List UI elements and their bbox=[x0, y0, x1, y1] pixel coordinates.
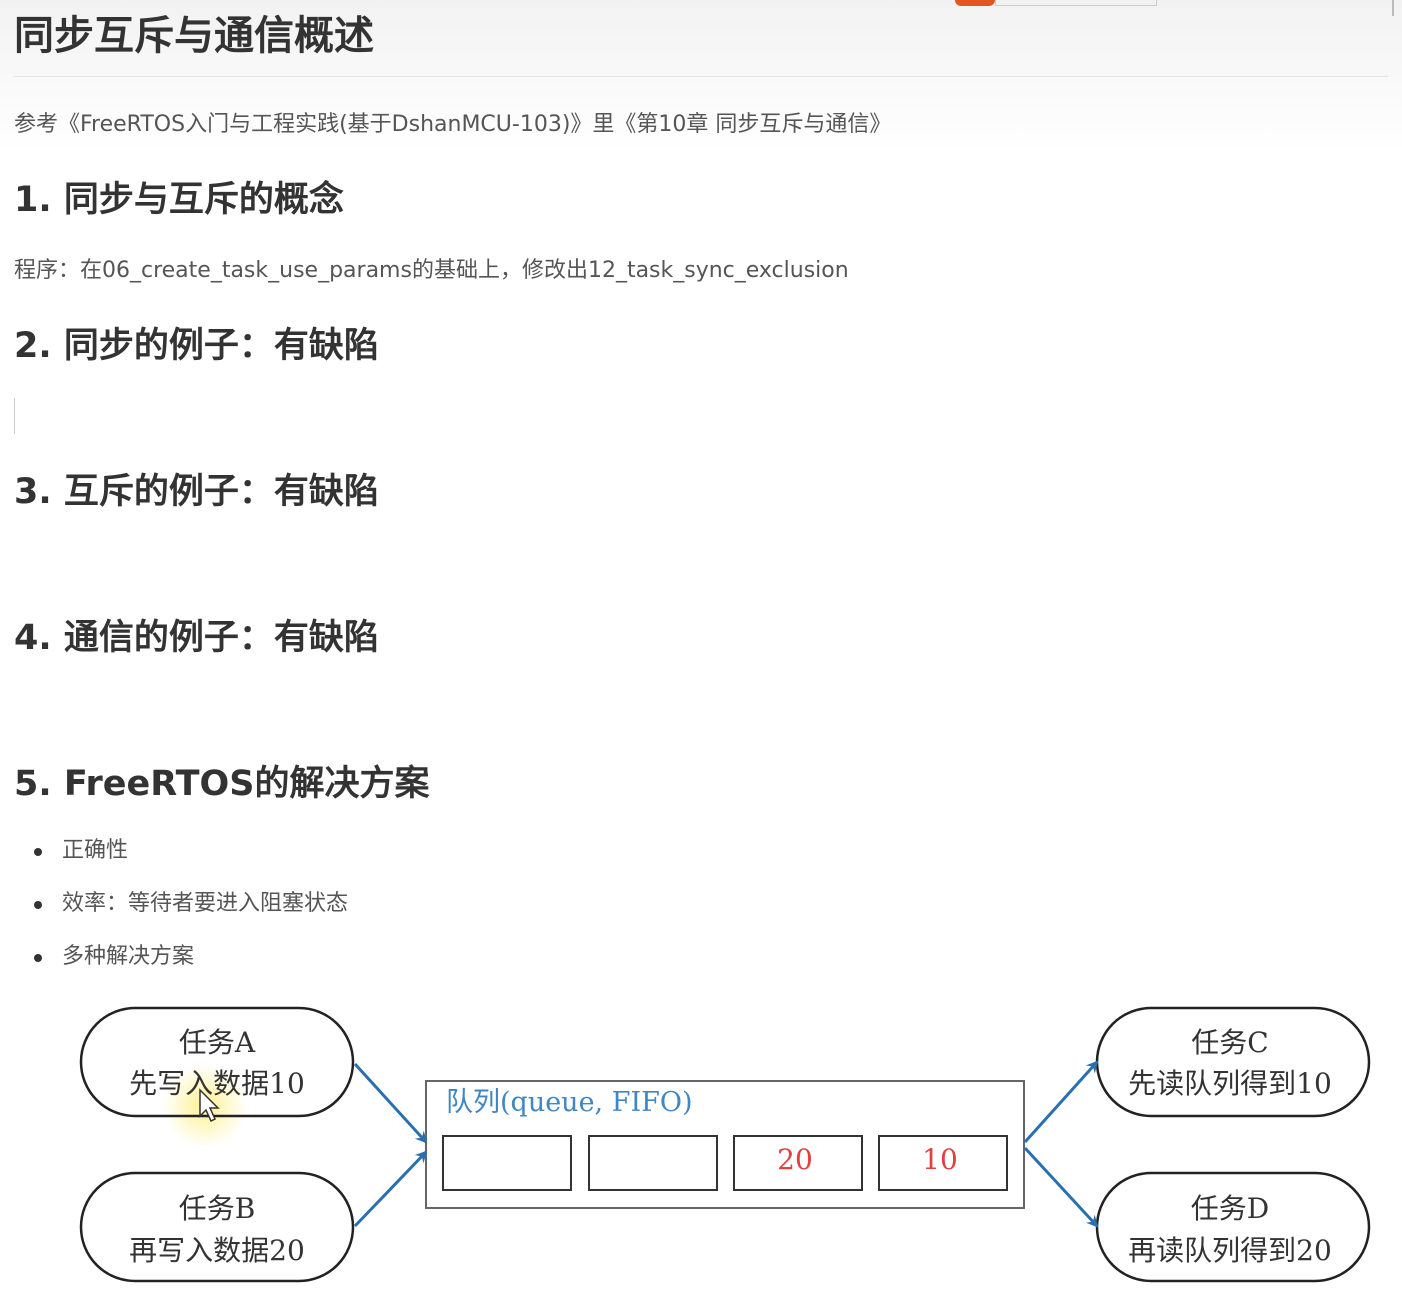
text-cursor bbox=[14, 398, 15, 434]
section-heading-2: 2. 同步的例子：有缺陷 bbox=[14, 326, 379, 366]
list-item: 多种解决方案 bbox=[30, 942, 348, 995]
section-heading-5: 5. FreeRTOS的解决方案 bbox=[14, 764, 430, 804]
task-b-node: 任务B 再写入数据20 bbox=[79, 1171, 355, 1283]
task-b-name: 任务B bbox=[179, 1192, 256, 1225]
arrow-b-to-queue bbox=[353, 1150, 428, 1228]
arrow-queue-to-d bbox=[1023, 1146, 1099, 1228]
queue-slot: 20 bbox=[733, 1135, 863, 1191]
bullet-icon bbox=[34, 954, 42, 962]
queue-diagram: 任务A 先写入数据10 任务B 再写入数据20 任务C 先读队列得到10 任务D… bbox=[79, 1006, 1371, 1283]
solution-list: 正确性 效率：等待者要进入阻塞状态 多种解决方案 bbox=[30, 836, 348, 995]
queue-slot: 10 bbox=[878, 1135, 1008, 1191]
task-a-desc: 先写入数据10 bbox=[129, 1067, 305, 1100]
top-toolbar-edge bbox=[995, 0, 1157, 6]
queue-slot bbox=[588, 1135, 718, 1191]
arrow-queue-to-c bbox=[1023, 1060, 1099, 1144]
mouse-pointer-icon bbox=[199, 1088, 220, 1123]
page-title: 同步互斥与通信概述 bbox=[14, 13, 374, 59]
section-heading-3: 3. 互斥的例子：有缺陷 bbox=[14, 472, 379, 512]
queue-box: 队列(queue, FIFO) 20 10 bbox=[425, 1080, 1025, 1209]
queue-slot bbox=[442, 1135, 572, 1191]
program-line: 程序：在06_create_task_use_params的基础上，修改出12_… bbox=[14, 258, 849, 283]
section-heading-4: 4. 通信的例子：有缺陷 bbox=[14, 618, 379, 658]
svg-text:10: 10 bbox=[922, 1143, 958, 1176]
task-c-desc: 先读队列得到10 bbox=[1128, 1067, 1332, 1100]
svg-text:20: 20 bbox=[777, 1143, 813, 1176]
arrow-a-to-queue bbox=[353, 1062, 428, 1144]
bullet-icon bbox=[34, 901, 42, 909]
scrollbar-edge bbox=[1392, 0, 1394, 16]
task-d-node: 任务D 再读队列得到20 bbox=[1095, 1171, 1371, 1283]
top-shade bbox=[0, 0, 1402, 150]
section-heading-1: 1. 同步与互斥的概念 bbox=[14, 180, 344, 220]
task-d-desc: 再读队列得到20 bbox=[1128, 1234, 1332, 1267]
bullet-icon bbox=[34, 848, 42, 856]
toolbar-orange-icon bbox=[955, 0, 995, 6]
reference-line: 参考《FreeRTOS入门与工程实践(基于DshanMCU-103)》里《第10… bbox=[14, 112, 892, 137]
title-divider bbox=[14, 76, 1388, 77]
task-a-name: 任务A bbox=[179, 1026, 256, 1059]
task-c-node: 任务C 先读队列得到10 bbox=[1095, 1006, 1371, 1118]
task-a-node: 任务A 先写入数据10 bbox=[79, 1006, 355, 1118]
task-d-name: 任务D bbox=[1191, 1192, 1269, 1225]
queue-label: 队列(queue, FIFO) bbox=[446, 1087, 693, 1118]
list-item: 正确性 bbox=[30, 836, 348, 889]
task-c-name: 任务C bbox=[1191, 1026, 1268, 1059]
list-item: 效率：等待者要进入阻塞状态 bbox=[30, 889, 348, 942]
task-b-desc: 再写入数据20 bbox=[129, 1234, 305, 1267]
